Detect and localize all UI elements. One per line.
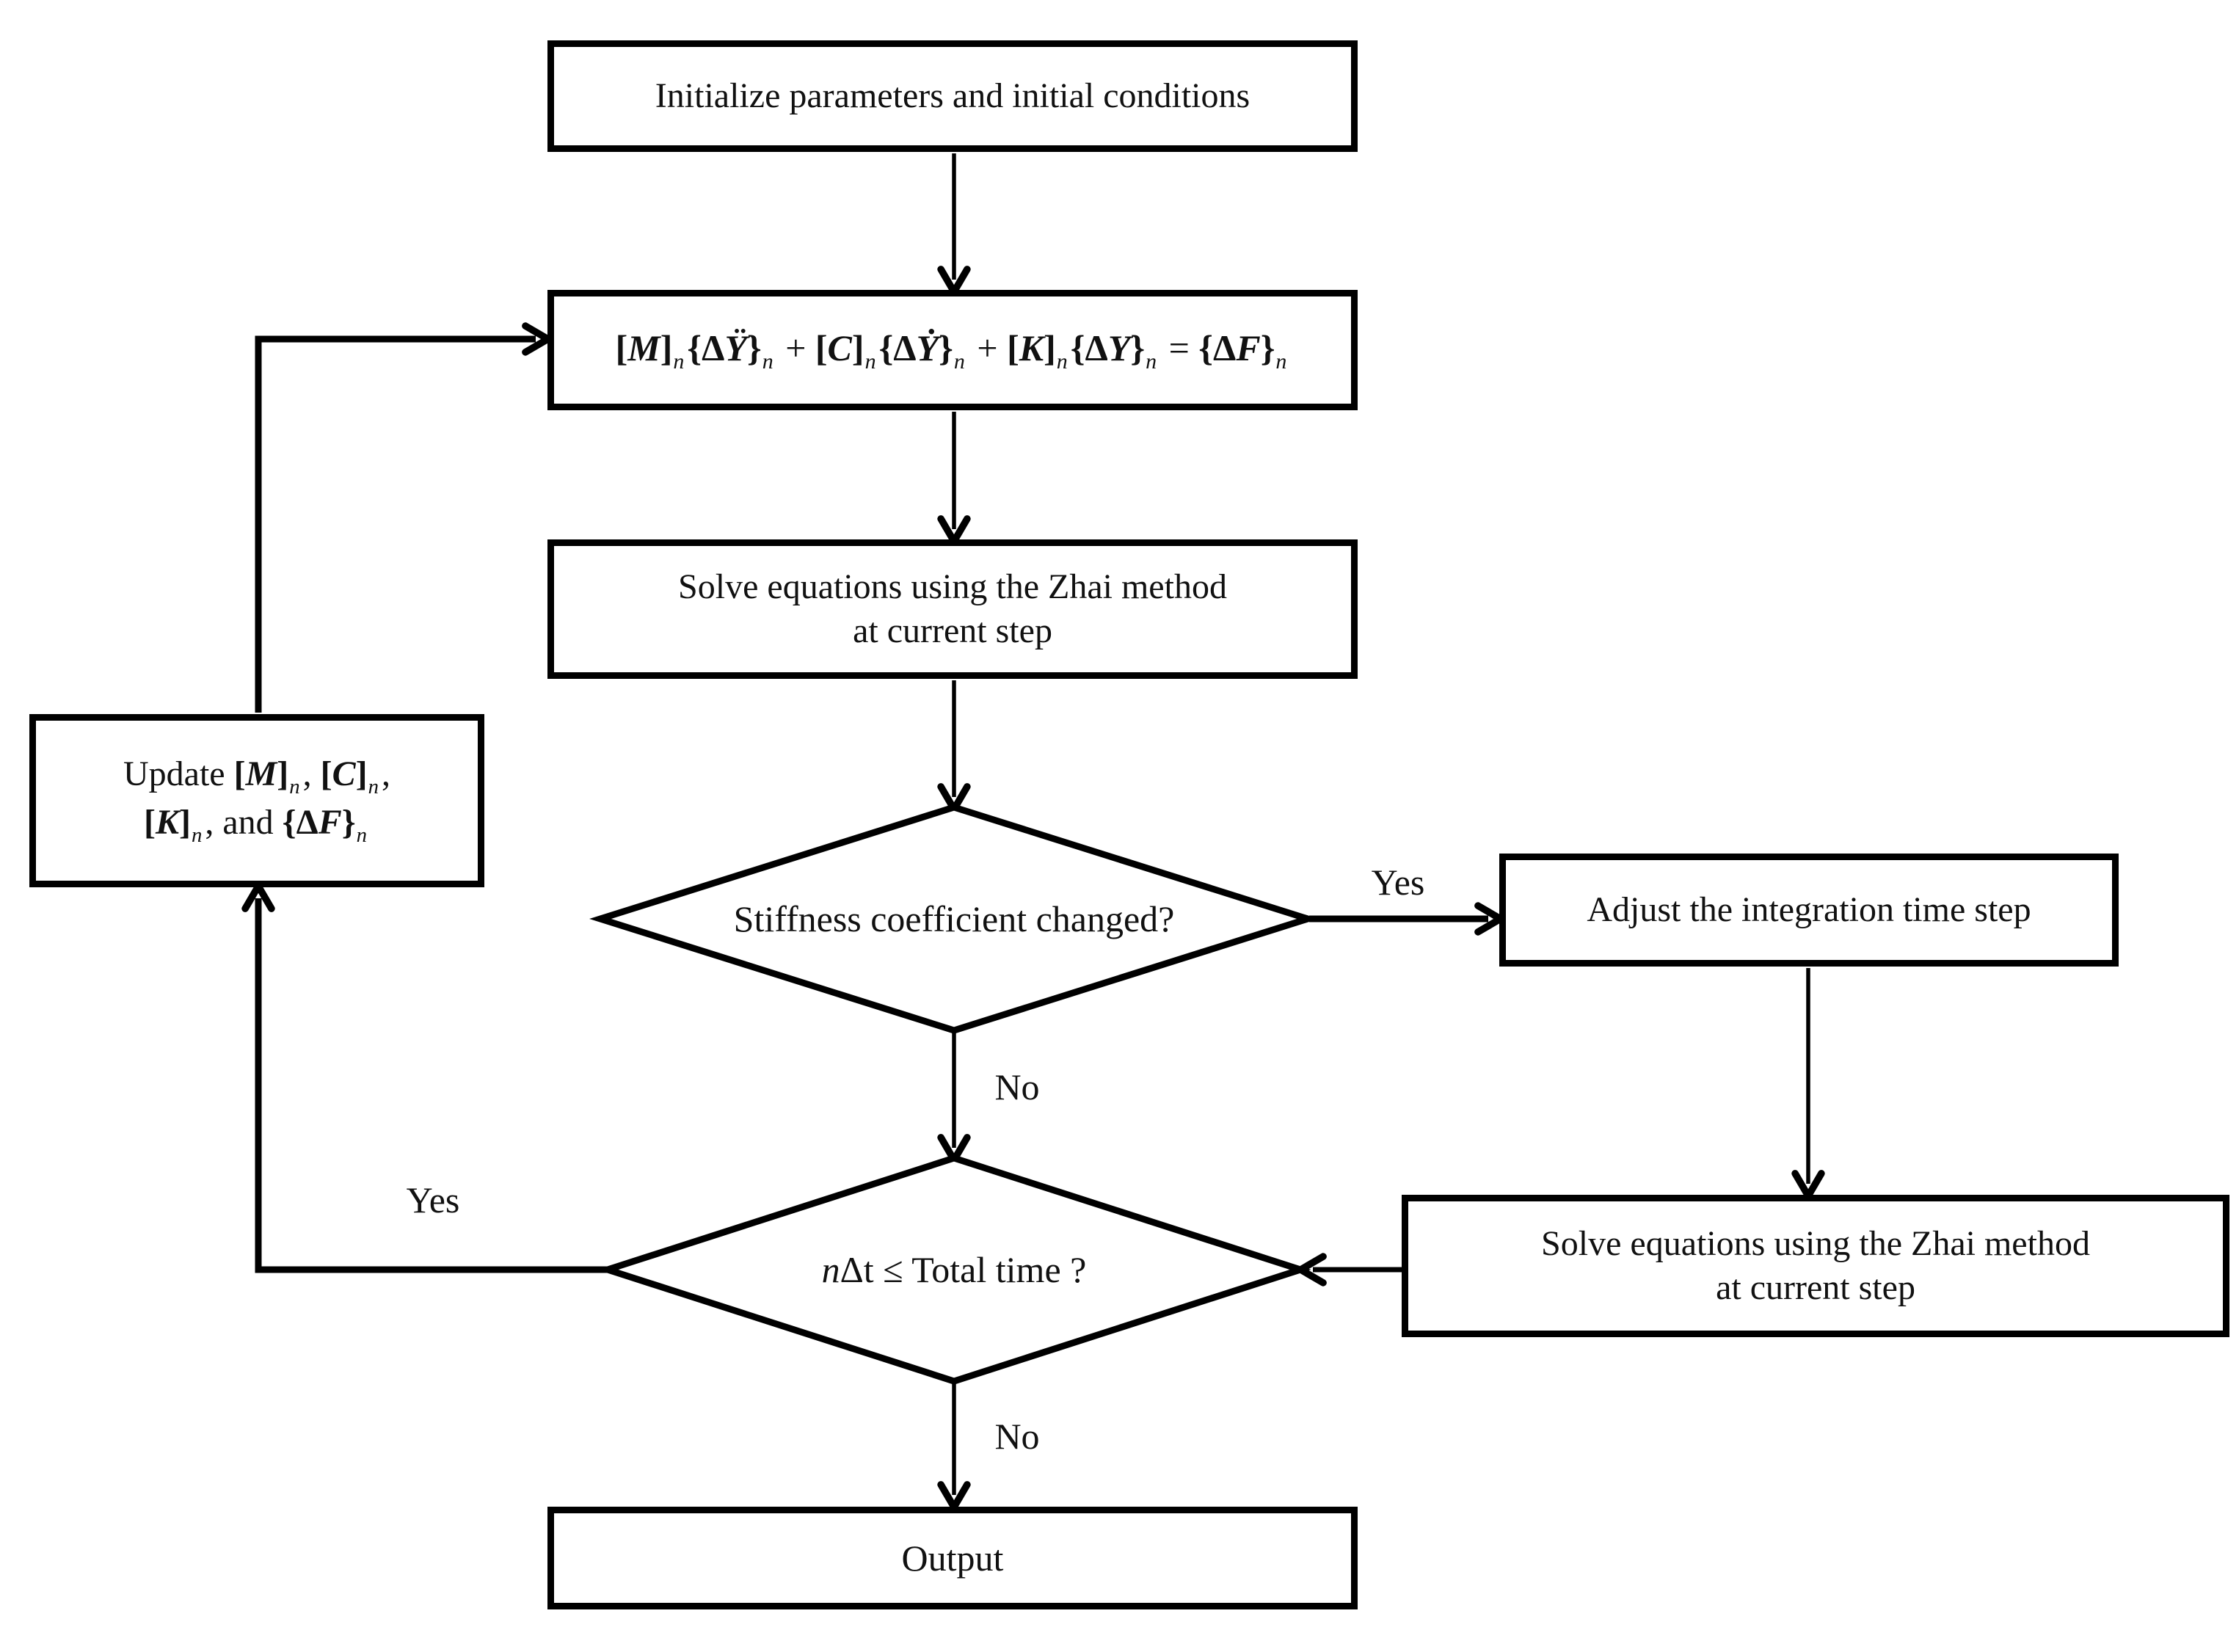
no-label-decision1: No [994,1066,1040,1107]
adjust-label: Adjust the integration time step [1587,890,2031,929]
output-label: Output [901,1537,1004,1579]
equation-text: [M]n{ΔŸ}n + [C]n{ΔẎ}n + [K]n{ΔY}n = {ΔF}… [615,327,1287,374]
equation-box: [M]n{ΔŸ}n + [C]n{ΔẎ}n + [K]n{ΔY}n = {ΔF}… [547,290,1358,410]
solve1-line1: Solve equations using the Zhai method [678,567,1227,606]
adjust-box: Adjust the integration time step [1499,854,2119,967]
solve1-box: Solve equations using the Zhai method at… [547,539,1358,679]
arrow-update-to-equation [255,322,552,713]
yes-label-decision2: Yes [406,1179,460,1220]
solve2-line1: Solve equations using the Zhai method [1541,1224,2090,1263]
solve2-line2: at current step [1716,1268,1915,1307]
init-label: Initialize parameters and initial condit… [655,76,1250,115]
solve2-box: Solve equations using the Zhai method at… [1402,1195,2229,1337]
arrow-decision2-yes-to-update [241,882,608,1273]
no-label-decision2: No [994,1416,1040,1457]
output-box: Output [547,1507,1358,1609]
update-line1: Update [M]n, [C]n, [123,754,391,799]
decision1-diamond [589,804,1319,1034]
decision2-diamond [597,1154,1311,1385]
yes-label-decision1: Yes [1371,862,1425,903]
update-box: Update [M]n, [C]n, [K]n, and {ΔF}n [29,714,484,887]
decision1-label: Stiffness coefficient changed? [733,898,1175,939]
init-box: Initialize parameters and initial condit… [547,40,1358,152]
solve1-line2: at current step [853,611,1052,650]
update-line2: [K]n, and {ΔF}n [143,803,368,847]
